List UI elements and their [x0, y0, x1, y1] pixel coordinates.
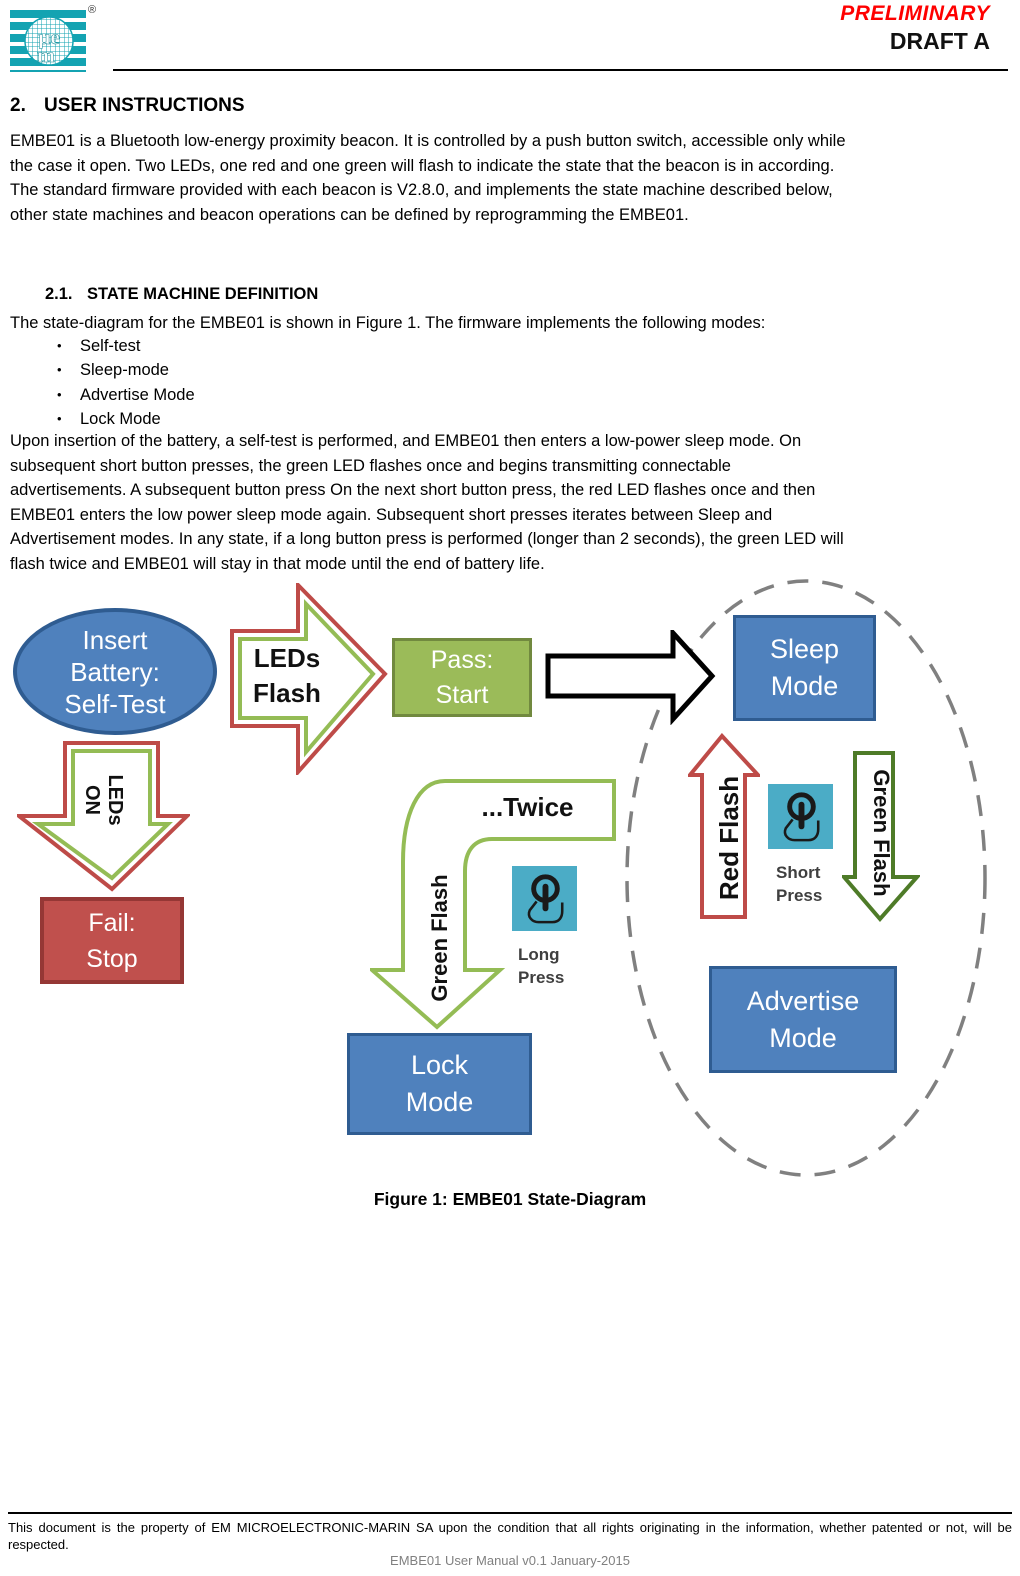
header-divider [113, 69, 1008, 71]
section-2-paragraph: EMBE01 is a Bluetooth low-energy proximi… [10, 132, 846, 224]
label-line: Long [518, 945, 560, 964]
node-line: Mode [770, 671, 839, 701]
green-flash-right-label: Green Flash [869, 769, 894, 897]
bullet-label: Advertise Mode [80, 385, 195, 404]
label-line: ON [81, 785, 103, 815]
list-item: • Self-test [0, 334, 195, 358]
label-line: Short [776, 863, 821, 882]
label-line: LEDs [104, 774, 126, 826]
long-press-label: Long Press [518, 943, 564, 989]
node-line: Lock [410, 1050, 469, 1080]
fail-stop-node: Fail: Stop [40, 897, 184, 984]
node-line: Start [435, 680, 489, 709]
node-line: Advertise [746, 985, 860, 1016]
section-2-number: 2. [10, 95, 26, 116]
node-line: Fail: [88, 908, 136, 937]
advertise-mode-node: Advertise Mode [709, 966, 897, 1073]
lock-mode-node: Lock Mode [347, 1033, 532, 1135]
bullet-icon: • [57, 386, 62, 402]
node-line: Self-Test [64, 688, 166, 719]
section-21-heading: 2.1. STATE MACHINE DEFINITION [45, 285, 318, 304]
bullet-label: Lock Mode [80, 409, 161, 428]
section-21-number: 2.1. [45, 285, 73, 303]
footer-version-text: EMBE01 User Manual v0.1 January-2015 [390, 1553, 630, 1568]
green-flash-left-label: Green Flash [427, 874, 452, 1002]
bullet-icon: • [57, 338, 62, 353]
bullet-icon: • [57, 410, 62, 426]
node-line: Mode [769, 1022, 837, 1053]
label-line: Press [776, 886, 823, 905]
insert-battery-node: Insert Battery: Self-Test [13, 608, 217, 735]
bullet-label: Self-test [80, 337, 141, 355]
bullet-icon: • [57, 362, 62, 378]
dashed-group-ellipse [625, 579, 987, 1177]
node-line: Sleep [769, 634, 840, 664]
leds-on-arrow-icon [17, 741, 190, 892]
red-flash-arrow-icon [688, 733, 760, 919]
figure-caption: Figure 1: EMBE01 State-Diagram [373, 1189, 647, 1209]
section-21-paragraph: Upon insertion of the battery, a self-te… [10, 432, 844, 573]
list-item: • Lock Mode [0, 407, 195, 431]
node-line: Mode [405, 1087, 474, 1117]
red-flash-label: Red Flash [714, 775, 744, 901]
short-press-tap-icon [768, 784, 833, 849]
section-21-title: STATE MACHINE DEFINITION [87, 285, 319, 303]
node-line: Pass: [430, 645, 494, 674]
pass-start-node: Pass: Start [392, 638, 532, 717]
node-line: Battery: [70, 656, 160, 687]
em-microelectronic-logo-icon: µe m [10, 6, 86, 72]
registered-trademark: ® [88, 4, 97, 16]
node-line: Stop [86, 944, 138, 973]
list-item: • Advertise Mode [0, 383, 195, 407]
label-line: Flash [253, 678, 321, 708]
section-21-intro: The state-diagram for the EMBE01 is show… [10, 314, 766, 332]
footer-divider [8, 1512, 1012, 1514]
leds-on-label: LEDs ON [80, 745, 126, 855]
draft-stamp: DRAFT A [889, 28, 990, 54]
label-line: Press [518, 968, 565, 987]
bullet-label: Sleep-mode [80, 361, 169, 380]
long-press-twice-arrow-icon [370, 779, 616, 1030]
label-line: LEDs [253, 643, 321, 673]
leds-flash-label: LEDs Flash [231, 641, 343, 711]
mode-bullet-list: • Self-test • Sleep-mode • Advertise Mode •… [0, 334, 195, 431]
list-item: • Sleep-mode [0, 358, 195, 382]
section-2-heading: 2. USER INSTRUCTIONS [10, 95, 245, 117]
sleep-mode-node: Sleep Mode [733, 615, 876, 721]
svg-text:m: m [37, 43, 55, 67]
long-press-tap-icon [512, 866, 577, 931]
green-flash-arrow-icon [842, 751, 920, 923]
section-2-title: USER INSTRUCTIONS [44, 95, 245, 116]
pass-to-sleep-arrow-icon [545, 630, 716, 725]
footer-property-notice: This document is the property of EM MICR… [8, 1520, 1012, 1552]
preliminary-stamp: PRELIMINARY [840, 2, 990, 25]
state-diagram-figure: LEDs Flash LEDs ON ...Twice Green Flash … [0, 575, 1020, 1185]
twice-label: ...Twice [481, 792, 574, 822]
node-line: Insert [82, 624, 148, 655]
svg-text:µe: µe [38, 25, 59, 49]
leds-flash-arrow-icon [230, 583, 388, 775]
short-press-label: Short Press [776, 861, 822, 907]
